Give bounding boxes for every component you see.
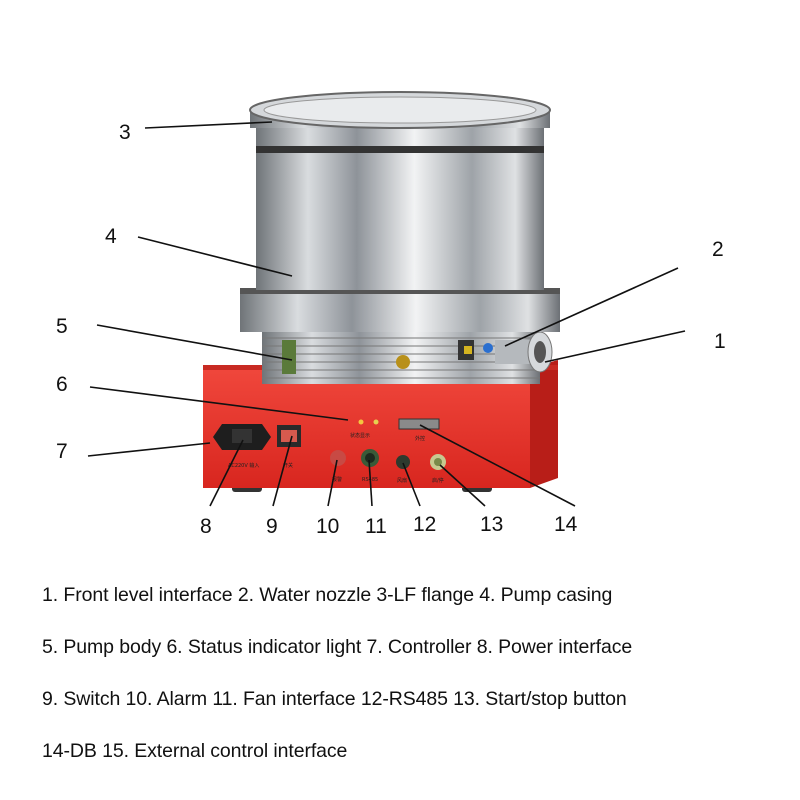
fan-label: 风扇 xyxy=(397,477,407,484)
caption-line-2: 5. Pump body 6. Status indicator light 7… xyxy=(42,636,633,658)
callout-2: 2 xyxy=(712,238,724,261)
start-stop-label: 启/停 xyxy=(432,477,444,484)
pump-diagram: AC220V 输入 开关 状态显示 外控 报警 RS485 风扇 启/停 xyxy=(56,91,726,538)
callout-11: 11 xyxy=(365,515,387,538)
callout-4: 4 xyxy=(105,225,117,248)
pump-casing xyxy=(256,112,544,290)
callout-8: 8 xyxy=(200,515,212,538)
pump-body xyxy=(262,328,540,384)
pump-collar xyxy=(240,288,560,332)
caption-line-3: 9. Switch 10. Alarm 11. Fan interface 12… xyxy=(42,688,627,710)
power-interface: AC220V 输入 xyxy=(213,424,271,469)
external-control-label: 外控 xyxy=(415,435,425,442)
power-input-label: AC220V 输入 xyxy=(228,462,259,469)
callout-13: 13 xyxy=(480,513,503,536)
external-control-db-port: 外控 xyxy=(398,418,440,442)
callout-3: 3 xyxy=(119,121,131,144)
caption-line-1: 1. Front level interface 2. Water nozzle… xyxy=(42,584,613,606)
alarm-label: 报警 xyxy=(332,476,342,483)
callout-5: 5 xyxy=(56,315,68,338)
leader-lines xyxy=(87,121,686,507)
callout-12: 12 xyxy=(413,513,436,536)
callout-7: 7 xyxy=(56,440,68,463)
lf-flange xyxy=(249,91,551,129)
caption-line-4: 14-DB 15. External control interface xyxy=(42,740,348,762)
callout-6: 6 xyxy=(56,373,68,396)
front-level-interface xyxy=(483,331,553,373)
callout-9: 9 xyxy=(266,515,278,538)
switch-label: 开关 xyxy=(283,462,293,469)
callout-1: 1 xyxy=(714,330,726,353)
fan-interface: 风扇 xyxy=(396,455,410,484)
status-label: 状态显示 xyxy=(350,432,370,439)
alarm-indicator: 报警 xyxy=(330,450,346,483)
callout-14: 14 xyxy=(554,513,578,536)
callout-10: 10 xyxy=(316,515,339,538)
power-switch[interactable]: 开关 xyxy=(277,425,301,469)
status-indicator-lights: 状态显示 xyxy=(350,419,379,439)
